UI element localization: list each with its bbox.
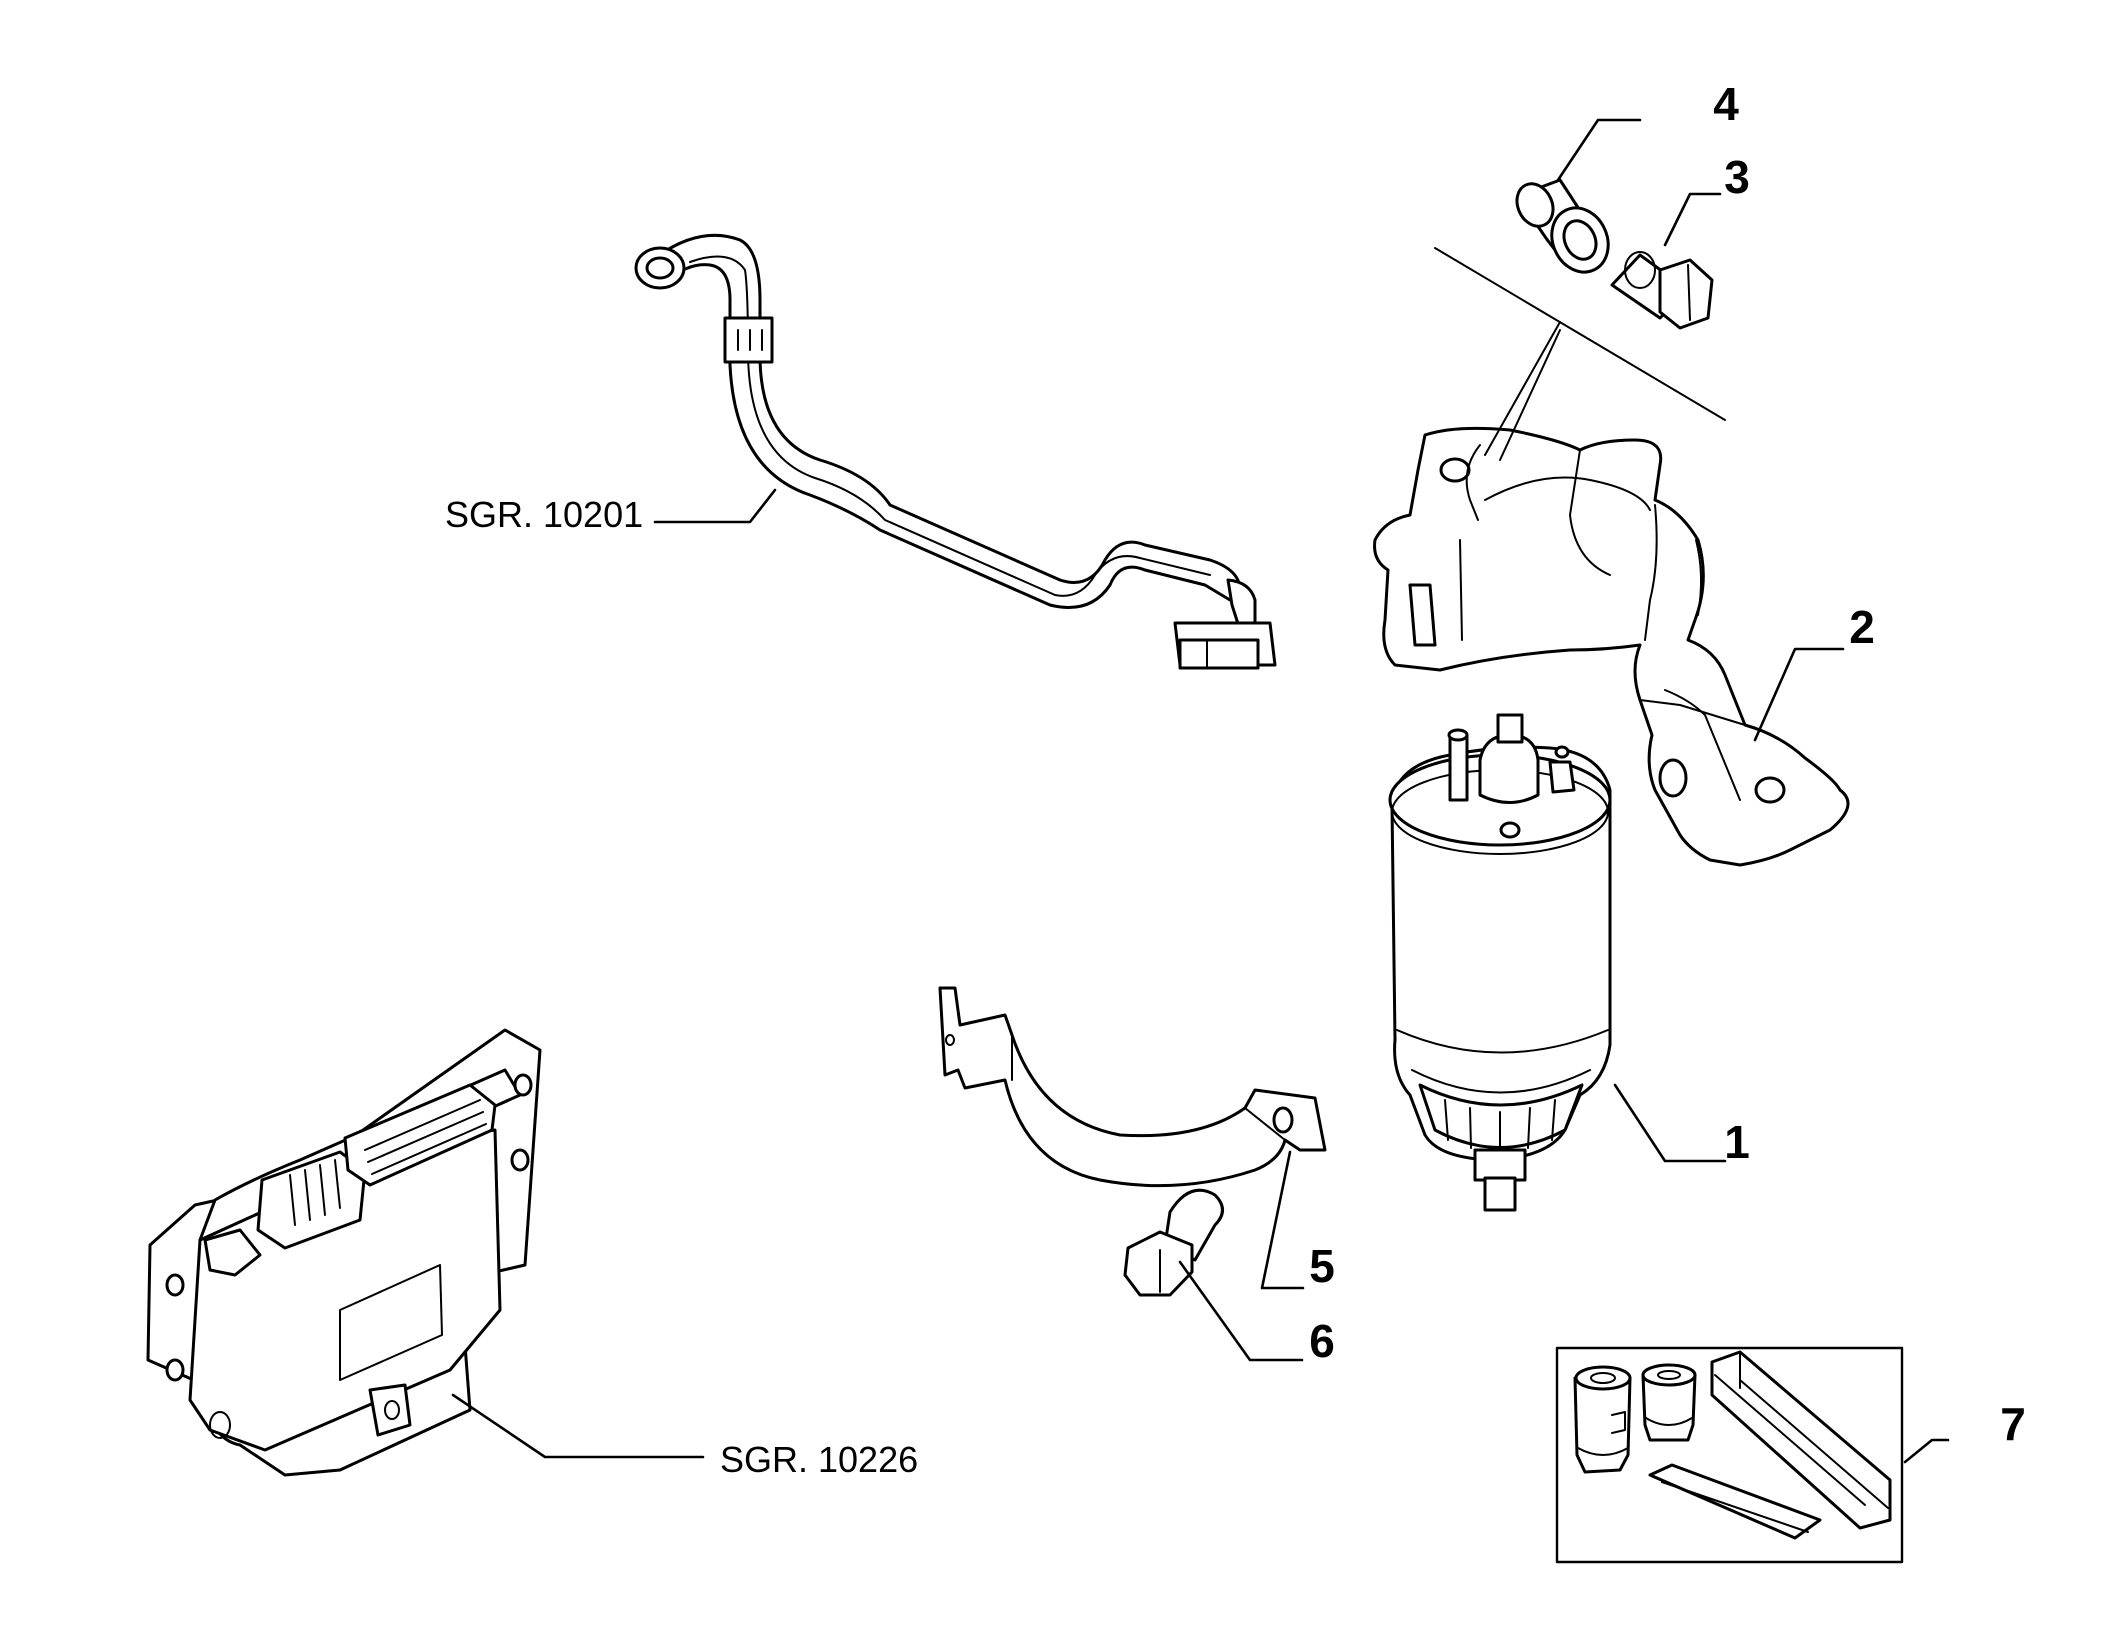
fuel-hose	[634, 233, 1277, 670]
reference-ecu: SGR. 10226	[720, 1439, 918, 1480]
bolt-part-6	[1123, 1188, 1224, 1297]
fuel-filter	[1388, 713, 1612, 1212]
callout-4: 4	[1713, 78, 1739, 130]
callout-6: 6	[1309, 1315, 1335, 1367]
filter-kit-box	[1555, 1346, 1904, 1564]
callout-1: 1	[1724, 1116, 1750, 1168]
reference-hose: SGR. 10201	[445, 494, 643, 535]
spacer-part-4	[1515, 178, 1610, 274]
bolt-part-3	[1610, 251, 1714, 330]
callout-3: 3	[1724, 151, 1750, 203]
filter-clamp-strap	[938, 986, 1327, 1188]
callout-2: 2	[1849, 601, 1875, 653]
callout-5: 5	[1309, 1240, 1335, 1292]
callout-labels: 4 3 2 1 5 6 7 SGR. 10201 SGR. 10226	[445, 78, 2026, 1480]
leader-lines	[451, 118, 1950, 1464]
assembly-guide-lines	[1434, 247, 1726, 461]
engine-control-unit	[146, 1028, 542, 1477]
callout-7: 7	[2000, 1398, 2026, 1450]
filter-bracket	[1373, 426, 1850, 867]
